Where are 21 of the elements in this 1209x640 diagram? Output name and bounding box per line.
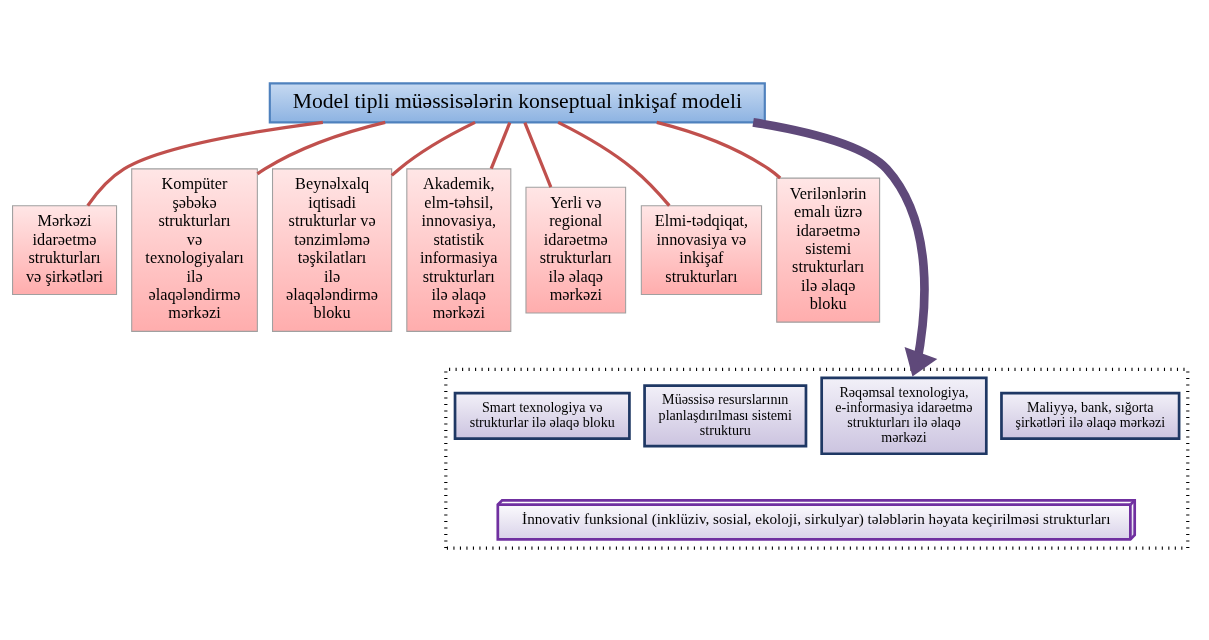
node-box: Yerli və regional idarəetmə strukturları ilə əlaqə mərkəzi (525, 186, 627, 314)
node-box: Akademik, elm-təhsil, innovasiya, statistik informasiya strukturları ilə əlaqə mərkəzi (406, 168, 512, 332)
connector (656, 120, 782, 180)
node-box: Verilənlərin emalı üzrə idarəetmə sistemi strukturları ilə əlaqə bloku (776, 177, 881, 323)
connector (256, 120, 386, 176)
node-box: Elmi-tədqiqat, innovasiya və inkişaf strukturları (640, 205, 763, 296)
connector (523, 121, 553, 188)
connector (557, 120, 671, 207)
cluster (444, 367, 1190, 550)
connector (390, 120, 476, 177)
node-box: Beynəlxalq iqtisadi strukturlar və tənzimləmə təşkilatları ilə əlaqələndirmə bloku (271, 168, 393, 332)
connector (86, 120, 324, 207)
node-box: Smart texnologiya və strukturlar ilə əlaqə bloku (453, 391, 631, 440)
connector (489, 122, 512, 170)
arrow (752, 118, 938, 377)
node-box: Maliyyə, bank, sığorta şirkətləri ilə əlaqə mərkəzi (1000, 391, 1181, 440)
node-box: Model tipli müəssisələrin konseptual inkişaf modeli (268, 82, 766, 124)
node-box: Mərkəzi idarəetmə strukturları və şirkətləri (12, 205, 118, 296)
node-box: Rəqəmsal texnologiya, e-informasiya idarəetmə strukturları ilə əlaqə mərkəzi (820, 376, 988, 456)
node-box: Müəssisə resurslarının planlaşdırılması sistemi strukturu (643, 384, 808, 448)
node-box: Kompüter şəbəkə strukturları və texnologiyaları ilə əlaqələndirmə mərkəzi (131, 168, 258, 332)
